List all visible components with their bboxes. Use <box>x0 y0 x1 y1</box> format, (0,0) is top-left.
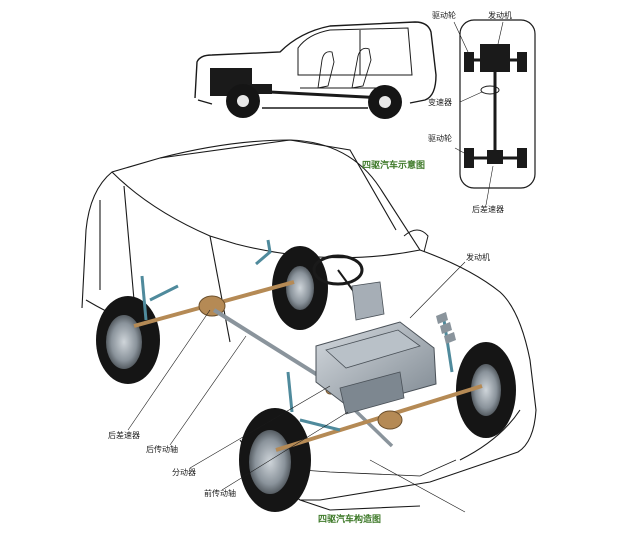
label-rear-axle-schematic: 后差速器 <box>472 205 504 214</box>
label-drive-wheel: 驱动轮 <box>432 11 456 20</box>
label-transmission: 变速器 <box>428 98 452 107</box>
side-driveline <box>210 68 402 119</box>
drivetrain <box>133 239 483 452</box>
label-rear-driveshaft: 后传动轴 <box>146 445 178 454</box>
front-differential <box>377 410 403 430</box>
rear-driveshaft <box>212 308 334 386</box>
rear-right-wheel <box>272 246 328 330</box>
side-window <box>297 27 413 76</box>
label-transfer-case: 分动器 <box>172 468 196 477</box>
label-driven-wheel: 驱动轮 <box>428 134 452 143</box>
top-engine-block <box>480 44 510 72</box>
top-transmission <box>480 85 500 95</box>
front-seat <box>317 51 335 89</box>
top-schematic-leaders <box>453 21 504 206</box>
rear-suspension <box>140 239 272 321</box>
top-car-body <box>459 19 536 189</box>
top-view-schematic <box>459 19 536 189</box>
front-left-wheel <box>239 408 311 512</box>
cutaway-caption: 四驱汽车构造图 <box>318 515 382 525</box>
front-right-wheel <box>456 342 516 438</box>
schematic-caption: 四驱汽车示意图 <box>362 161 426 171</box>
cutaway-leaders <box>127 261 466 513</box>
label-engine-schematic: 发动机 <box>488 11 512 20</box>
rear-seat <box>351 47 372 89</box>
side-view-schematic <box>194 21 437 109</box>
label-engine-cutaway: 发动机 <box>466 253 490 262</box>
label-rear-differential: 后差速器 <box>108 431 140 440</box>
cutaway-wheels <box>96 246 516 512</box>
rear-left-wheel <box>96 296 160 384</box>
side-car-body <box>194 21 437 109</box>
engine-assembly <box>315 281 437 415</box>
label-front-driveshaft: 前传动轴 <box>204 489 236 498</box>
